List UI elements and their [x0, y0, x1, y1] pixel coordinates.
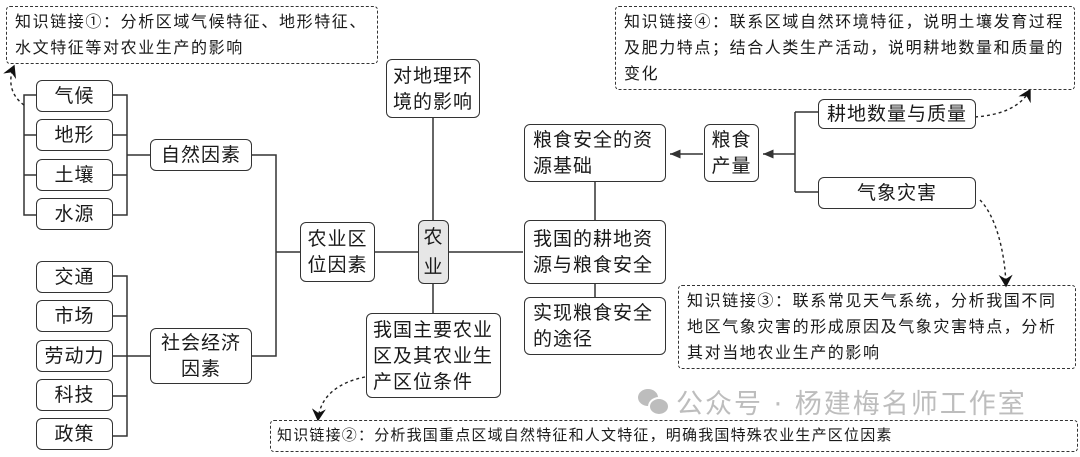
node-label: 地形 — [54, 124, 95, 146]
knowledge-link-1: 知识链接①：分析区域气候特征、地形特征、水文特征等对农业生产的影响 — [6, 6, 378, 64]
knowledge-link-1-text: 知识链接①：分析区域气候特征、地形特征、水文特征等对农业生产的影响 — [15, 12, 368, 57]
node-label: 实现粮食安全的途径 — [533, 302, 654, 350]
watermark: 公众号 · 杨建梅名师工作室 — [638, 382, 1027, 421]
farmland-food-security-node: 我国的耕地资源与粮食安全 — [524, 220, 666, 284]
natural-item-soil: 土壤 — [36, 159, 113, 191]
node-label: 对地理环境的影响 — [392, 64, 473, 113]
location-factors-node: 农业区位因素 — [300, 222, 375, 282]
natural-left-bracket — [23, 94, 36, 216]
node-label: 农业区位因素 — [307, 228, 368, 276]
meteorological-disasters-node: 气象灾害 — [818, 177, 976, 209]
knowledge-link-4: 知识链接④：联系区域自然环境特征，说明土壤发育过程及肥力特点；结合人类生产活动，… — [615, 6, 1075, 90]
node-label: 土壤 — [54, 164, 95, 186]
knowledge-link-2-text: 知识链接②：分析我国重点区域自然特征和人文特征，明确我国特殊农业生产区位因素 — [277, 426, 893, 444]
node-label: 粮食安全的资源基础 — [533, 129, 654, 177]
node-label: 政策 — [54, 423, 95, 445]
social-item-labor: 劳动力 — [36, 340, 113, 372]
node-label: 气象灾害 — [856, 182, 937, 204]
watermark-text: 公众号 · 杨建梅名师工作室 — [676, 389, 1027, 420]
main-regions-node: 我国主要农业区及其农业生产区位条件 — [366, 313, 501, 398]
sources-bracket — [794, 111, 818, 193]
node-label: 交通 — [54, 266, 95, 288]
node-label: 科技 — [54, 384, 95, 406]
grain-output-node: 粮食产量 — [704, 124, 759, 182]
env-impact-node: 对地理环境的影响 — [386, 59, 480, 118]
node-label: 我国主要农业区及其农业生产区位条件 — [373, 318, 494, 393]
socio-economic-factors-node: 社会经济因素 — [150, 328, 252, 384]
node-label: 水源 — [54, 203, 95, 225]
knowledge-link-2: 知识链接②：分析我国重点区域自然特征和人文特征，明确我国特殊农业生产区位因素 — [270, 420, 1078, 452]
natural-factors-node: 自然因素 — [150, 139, 252, 171]
farmland-quantity-quality-node: 耕地数量与质量 — [818, 99, 976, 129]
node-label: 粮食产量 — [711, 129, 752, 177]
knowledge-link-3-text: 知识链接③：联系常见天气系统，分析我国不同地区气象灾害的形成原因及气象灾害特点，… — [687, 291, 1057, 362]
node-label: 农业 — [423, 226, 444, 278]
node-label: 市场 — [54, 305, 95, 327]
link4-arrow — [974, 88, 1031, 118]
node-label: 耕地数量与质量 — [826, 103, 967, 125]
wechat-icon — [638, 388, 670, 416]
natural-right-bracket — [113, 94, 128, 216]
node-label: 自然因素 — [160, 144, 241, 166]
knowledge-link-4-text: 知识链接④：联系区域自然环境特征，说明土壤发育过程及肥力特点；结合人类生产活动，… — [624, 12, 1065, 83]
food-security-path-node: 实现粮食安全的途径 — [524, 297, 666, 355]
natural-item-water: 水源 — [36, 198, 113, 230]
natural-item-terrain: 地形 — [36, 119, 113, 151]
center-node-agriculture: 农业 — [418, 220, 449, 284]
node-label: 气候 — [54, 85, 95, 107]
link2-arrow — [311, 376, 366, 422]
food-security-basis-node: 粮食安全的资源基础 — [524, 124, 666, 182]
social-item-transport: 交通 — [36, 261, 113, 293]
link1-arrow — [3, 64, 25, 106]
social-right-bracket — [113, 275, 150, 437]
factors-bracket — [252, 154, 300, 357]
social-item-policy: 政策 — [36, 418, 113, 450]
social-item-technology: 科技 — [36, 379, 113, 411]
social-item-market: 市场 — [36, 300, 113, 332]
knowledge-link-3: 知识链接③：联系常见天气系统，分析我国不同地区气象灾害的形成原因及气象灾害特点，… — [678, 285, 1076, 369]
node-label: 我国的耕地资源与粮食安全 — [533, 228, 654, 276]
link3-arrow — [979, 199, 1013, 288]
node-label: 社会经济因素 — [161, 332, 242, 380]
node-label: 劳动力 — [44, 345, 105, 367]
natural-item-climate: 气候 — [36, 80, 113, 112]
